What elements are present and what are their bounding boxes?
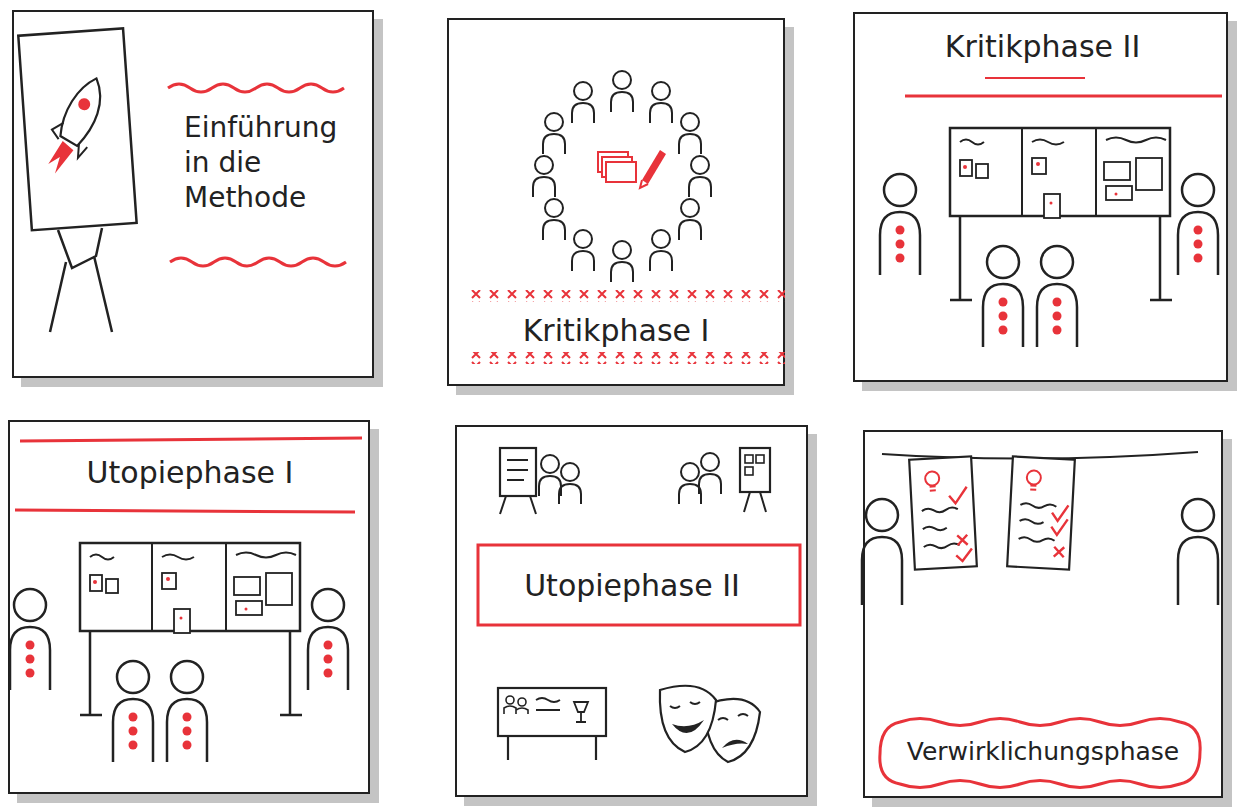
phase-panel: Kritikphase II: [853, 12, 1228, 382]
phase-title: Einführung in die Methode: [184, 110, 354, 215]
phase-title: Verwirklichungsphase: [885, 736, 1201, 767]
phase-title: Kritikphase II: [895, 28, 1190, 66]
phase-panel: Utopiephase II: [455, 425, 808, 797]
phase-panel: Kritikphase I: [447, 18, 785, 386]
phase-title: Kritikphase I: [459, 312, 773, 350]
phase-panel: Utopiephase I: [8, 420, 370, 794]
phase-panel: Verwirklichungsphase: [863, 430, 1223, 798]
phase-title: Utopiephase I: [30, 454, 350, 492]
phase-title: Utopiephase II: [487, 567, 777, 605]
phase-panel: Einführung in die Methode: [12, 10, 374, 378]
